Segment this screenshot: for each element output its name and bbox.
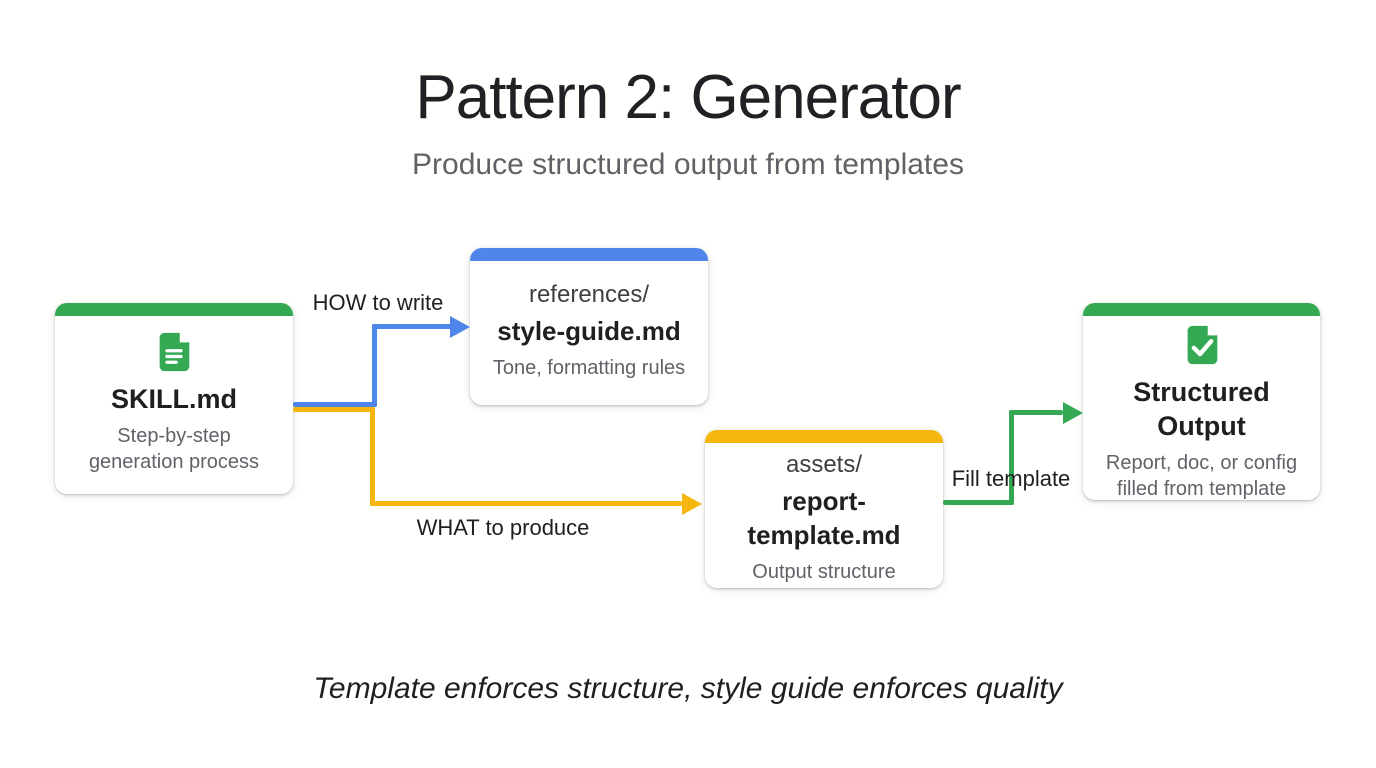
node-description: Step-by-step generation process: [88, 424, 260, 473]
arrow-how-segment-1: [293, 402, 377, 407]
arrow-fill-segment-1: [943, 500, 1014, 505]
arrow-fill-head: [1063, 401, 1083, 424]
arrow-what-label: WHAT to produce: [416, 515, 590, 540]
node-filename: report-template.md: [747, 486, 901, 551]
node-structured-output: Structured Output Report, doc, or config…: [1083, 303, 1320, 500]
footer-takeaway: Template enforces structure, style guide…: [313, 672, 1063, 705]
page-title: Pattern 2: Generator: [415, 63, 961, 132]
arrow-fill-segment-2: [1009, 410, 1014, 505]
arrow-how-label: HOW to write: [312, 290, 444, 315]
arrow-how-head: [450, 315, 470, 338]
document-icon: [159, 332, 190, 372]
arrow-what-segment-1: [293, 407, 375, 412]
arrow-fill-segment-3: [1009, 410, 1063, 415]
card-body: assets/ report-template.md Output struct…: [705, 443, 943, 588]
card-accent-bar: [470, 248, 708, 261]
arrow-fill-label: Fill template: [951, 466, 1071, 491]
arrow-what-head: [682, 492, 702, 515]
node-assets-report-template: assets/ report-template.md Output struct…: [705, 430, 943, 588]
node-directory: references/: [528, 280, 650, 308]
node-title: Structured Output: [1133, 377, 1270, 441]
card-accent-bar: [1083, 303, 1320, 316]
arrow-what-segment-3: [370, 501, 682, 506]
document-check-icon: [1187, 325, 1217, 365]
node-references-style-guide: references/ style-guide.md Tone, formatt…: [470, 248, 708, 405]
page-subtitle: Produce structured output from templates: [412, 148, 964, 181]
card-accent-bar: [705, 430, 943, 443]
arrow-how-segment-2: [372, 324, 377, 407]
node-skill-md: SKILL.md Step-by-step generation process: [55, 303, 293, 494]
node-title: SKILL.md: [111, 384, 237, 415]
card-body: references/ style-guide.md Tone, formatt…: [470, 261, 708, 405]
card-body: SKILL.md Step-by-step generation process: [55, 316, 293, 494]
node-directory: assets/: [785, 451, 863, 478]
node-filename: style-guide.md: [497, 316, 681, 347]
arrow-how-segment-3: [372, 324, 452, 329]
node-description: Report, doc, or config filled from templ…: [1105, 451, 1298, 500]
arrow-what-segment-2: [370, 407, 375, 506]
node-description: Output structure: [752, 560, 896, 583]
node-description: Tone, formatting rules: [492, 357, 686, 380]
card-accent-bar: [55, 303, 293, 316]
card-body: Structured Output Report, doc, or config…: [1083, 316, 1320, 500]
